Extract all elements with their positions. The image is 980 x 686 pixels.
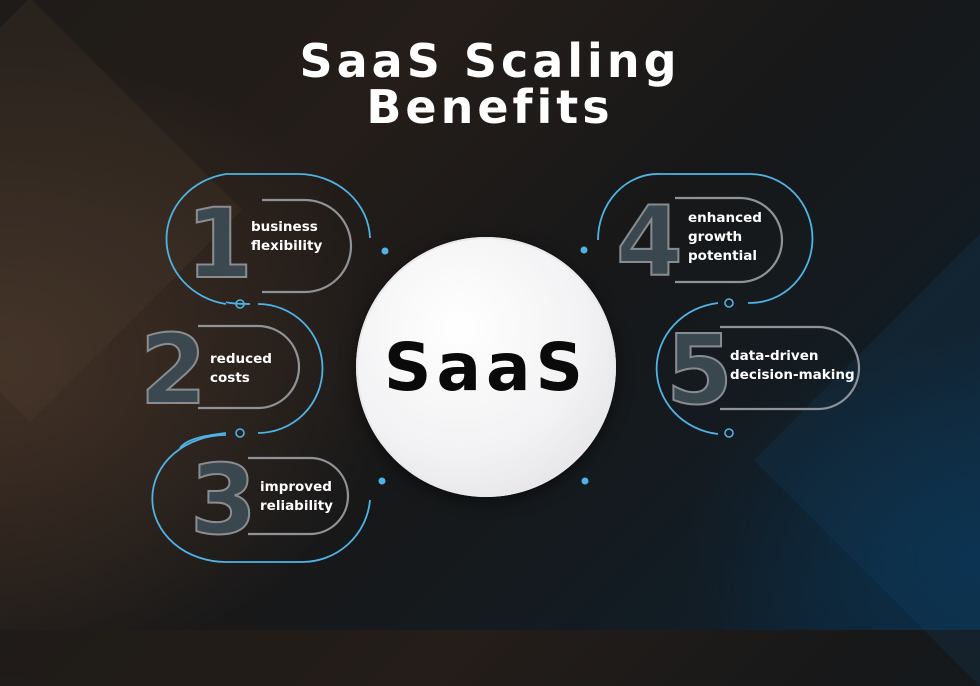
connector-node-2-3 <box>235 428 245 438</box>
title-line-1: SaaS Scaling <box>299 34 681 88</box>
connector-lines <box>151 173 861 563</box>
benefit-label-4-line-3: potential <box>688 248 757 264</box>
connector-node-5-end <box>724 428 734 438</box>
benefit-label-5-line-1: data-driven <box>730 348 819 364</box>
benefit-label-2-line-2: costs <box>210 370 250 386</box>
pill-outline-3 <box>248 456 350 536</box>
benefit-label-1-line-2: flexibility <box>251 238 323 254</box>
benefit-label-4-line-2: growth <box>688 229 743 245</box>
benefit-label-3-line-1: improved <box>260 479 332 495</box>
benefit-label-4-line-1: enhanced <box>688 210 762 226</box>
benefit-number-4: 4 <box>615 186 684 298</box>
blue-arc-1-bottom <box>225 301 251 305</box>
connector-node-1-2 <box>235 299 245 309</box>
blue-arc-2 <box>257 303 324 434</box>
benefit-label-5: data-driven decision-making <box>730 347 855 385</box>
benefit-number-5: 5 <box>665 314 734 426</box>
benefit-number-3: 3 <box>189 444 258 556</box>
center-dot-top-left <box>381 247 389 255</box>
pill-outline-2 <box>198 324 301 410</box>
connector-node-4-5 <box>724 298 734 308</box>
blue-arc-3 <box>151 434 371 563</box>
blue-arc-5 <box>655 302 719 435</box>
title-line-2: Benefits <box>366 80 614 134</box>
pill-outline-1 <box>262 198 353 294</box>
blue-arc-1 <box>165 173 371 305</box>
center-dot-bottom-right <box>581 477 589 485</box>
benefit-number-1: 1 <box>185 188 254 300</box>
benefit-label-3-line-2: reliability <box>260 498 333 514</box>
benefit-label-2-line-1: reduced <box>210 351 272 367</box>
benefit-label-4: enhanced growth potential <box>688 209 762 266</box>
center-dot-top-right <box>580 246 588 254</box>
pill-outline-5 <box>720 325 861 411</box>
blue-arc-4 <box>597 173 814 304</box>
benefit-label-3: improved reliability <box>260 478 333 516</box>
benefit-label-1: business flexibility <box>251 218 322 256</box>
benefit-label-2: reduced costs <box>210 350 272 388</box>
benefit-number-2: 2 <box>139 314 208 426</box>
benefit-label-1-line-1: business <box>251 219 318 235</box>
pill-outline-4 <box>675 196 784 284</box>
center-saas-circle: SaaS <box>356 237 616 497</box>
blue-arc-2-left <box>179 432 227 449</box>
page-title: SaaS Scaling Benefits <box>0 38 980 130</box>
benefit-label-5-line-2: decision-making <box>730 367 855 383</box>
center-dot-bottom-left <box>378 477 386 485</box>
center-label: SaaS <box>383 328 589 406</box>
